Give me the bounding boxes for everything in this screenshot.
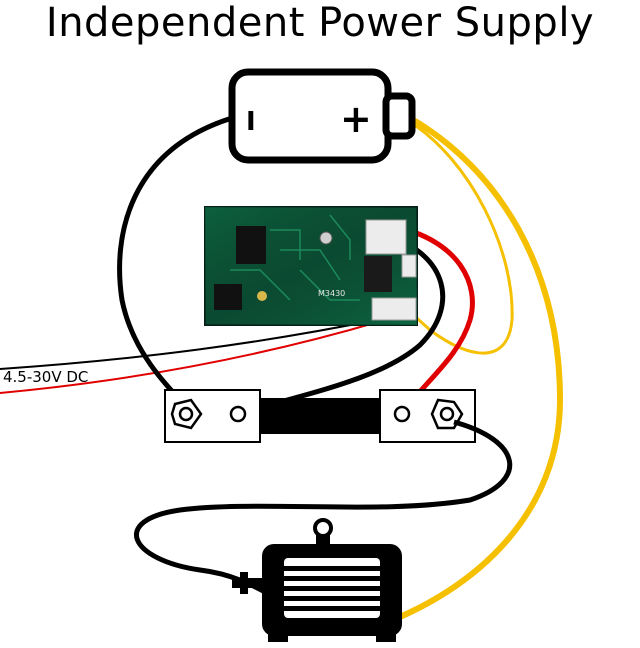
shunt-bar [256, 398, 386, 434]
yellow-wire-motor [371, 115, 564, 631]
shunt-left-terminal [229, 405, 247, 423]
pcb-chip-small [214, 284, 242, 310]
red-sense-wire [391, 223, 475, 414]
pcb-connector-top [365, 219, 407, 255]
shunt-resistor [164, 389, 476, 443]
shunt-right-terminal [393, 405, 411, 423]
pcb-chip [236, 226, 266, 264]
battery-positive-label: + [340, 97, 372, 141]
pcb-trimmer [319, 231, 333, 245]
diagram-title: Independent Power Supply [45, 0, 595, 46]
input-voltage-label: 4.5-30V DC [3, 368, 88, 386]
yellow-wire-loop [408, 120, 514, 355]
battery-icon: I + [228, 68, 416, 164]
battery-negative-wire [117, 115, 233, 412]
pcb-marking: M3430 [318, 289, 345, 298]
battery-negative-label: I [246, 107, 256, 137]
pcb-connector-bottom [371, 297, 417, 321]
motor-icon [232, 518, 402, 642]
shunt-to-motor-wire [133, 419, 513, 607]
pcb-board: M3430 [204, 206, 418, 326]
pcb-regulator [364, 256, 392, 292]
black-sense-wire [237, 235, 446, 417]
input-red-wire [0, 315, 399, 394]
